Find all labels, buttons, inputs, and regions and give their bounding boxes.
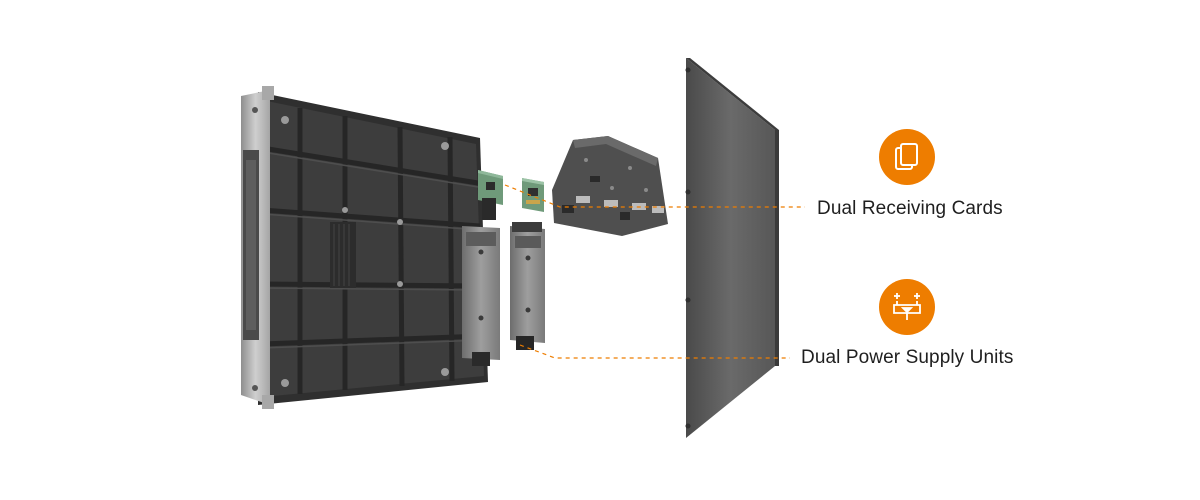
power-supply-exploded [510,222,545,350]
power-supply-installed [462,226,500,366]
front-led-panel [685,58,779,438]
leader-lines [504,184,805,359]
receiving-card-installed [478,170,503,220]
cabinet-side-plate [241,86,274,409]
feature-label-receiving-cards: Dual Receiving Cards [817,198,1003,219]
cabinet-rear-frame [258,92,488,405]
cards-icon [879,129,935,185]
leader-line-psu [519,344,790,359]
power-supply-icon [879,279,935,335]
leader-line-cards [504,184,805,208]
receiving-card-exploded [522,178,544,212]
hub-board-plate [552,136,668,236]
feature-label-power-supply: Dual Power Supply Units [801,347,1014,368]
